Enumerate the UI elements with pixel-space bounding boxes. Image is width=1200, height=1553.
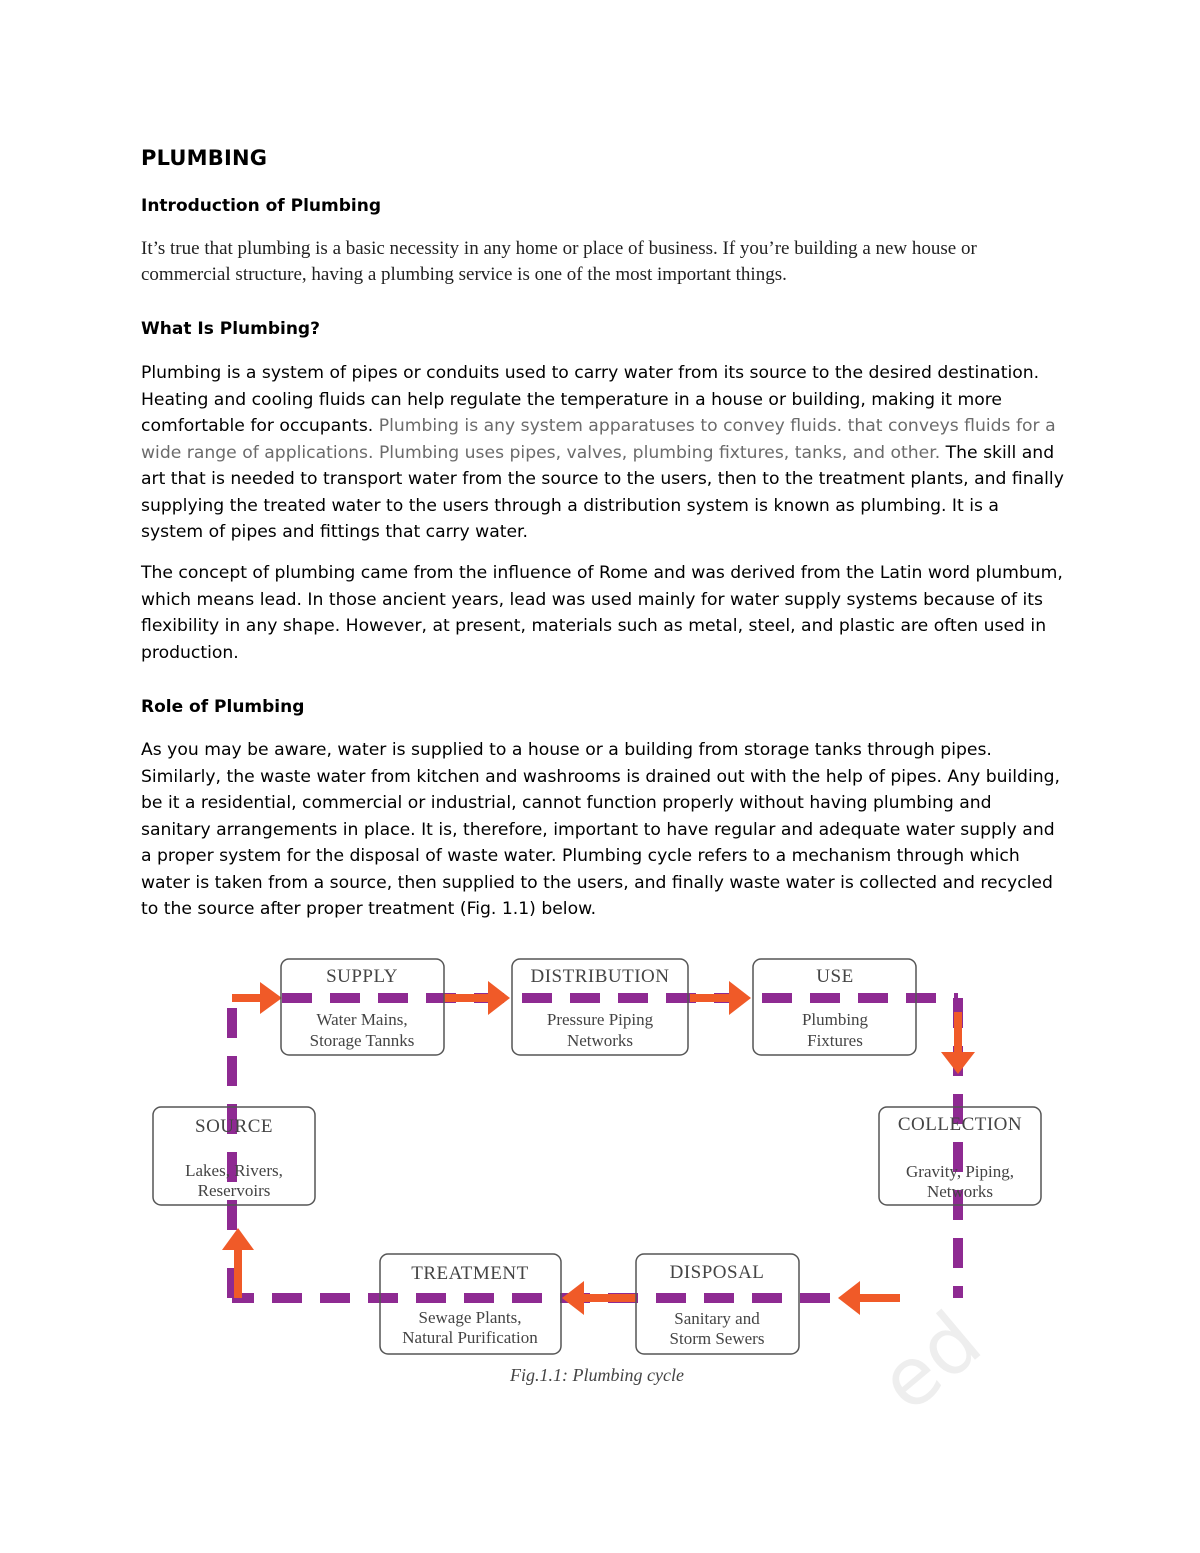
box-disposal-line2: Storm Sewers xyxy=(670,1329,765,1348)
box-source-line1: Lakes, Rivers, xyxy=(185,1161,283,1180)
box-disposal: DISPOSAL Sanitary and Storm Sewers xyxy=(635,1253,800,1355)
text-run: Plumbing is a system of pipes or conduit… xyxy=(141,363,1040,436)
box-collection-title: COLLECTION xyxy=(898,1114,1022,1135)
paragraph-introduction: It’s true that plumbing is a basic neces… xyxy=(141,238,977,285)
arrow-to-use xyxy=(690,981,751,1015)
box-treatment: TREATMENT Sewage Plants, Natural Purific… xyxy=(379,1253,562,1355)
watermark: ed xyxy=(861,1293,999,1430)
box-disposal-title: DISPOSAL xyxy=(670,1262,765,1283)
box-distribution: DISTRIBUTION Pressure Piping Networks xyxy=(511,958,689,1056)
box-treatment-line1: Sewage Plants, xyxy=(419,1308,522,1327)
arrow-to-disposal xyxy=(838,1281,900,1315)
box-disposal-line1: Sanitary and xyxy=(674,1309,760,1328)
arrow-to-collection xyxy=(941,1012,975,1074)
box-source-title: SOURCE xyxy=(195,1116,273,1137)
box-supply-line2: Storage Tannks xyxy=(310,1031,415,1050)
heading-what-is-plumbing: What Is Plumbing? xyxy=(141,319,320,339)
box-collection-line2: Networks xyxy=(927,1182,993,1201)
text-run-grey: Plumbing is any system apparatuses to co… xyxy=(141,416,1056,463)
box-use-line2: Fixtures xyxy=(807,1031,863,1050)
box-use-title: USE xyxy=(816,966,853,987)
box-treatment-line2: Natural Purification xyxy=(402,1328,538,1347)
paragraph-role: As you may be aware, water is supplied t… xyxy=(141,740,1061,919)
box-collection: COLLECTION Gravity, Piping, Networks xyxy=(878,1106,1042,1206)
figure-caption: Fig.1.1: Plumbing cycle xyxy=(509,1365,684,1385)
paragraph-concept: The concept of plumbing came from the in… xyxy=(141,563,1063,663)
box-use-line1: Plumbing xyxy=(802,1010,869,1029)
arrow-to-distribution xyxy=(444,981,510,1015)
box-treatment-title: TREATMENT xyxy=(411,1263,528,1284)
box-distribution-line2: Networks xyxy=(567,1031,633,1050)
heading-introduction: Introduction of Plumbing xyxy=(141,196,381,216)
flow-arrows xyxy=(222,981,975,1315)
box-distribution-title: DISTRIBUTION xyxy=(531,966,670,987)
arrow-to-supply xyxy=(232,982,282,1014)
page-title: PLUMBING xyxy=(141,146,268,170)
cycle-path xyxy=(227,993,963,1303)
box-distribution-line1: Pressure Piping xyxy=(547,1010,654,1029)
box-use: USE Plumbing Fixtures xyxy=(752,958,917,1056)
box-supply: SUPPLY Water Mains, Storage Tannks xyxy=(280,958,445,1056)
text-run: The skill and art that is needed to tran… xyxy=(141,442,1064,543)
box-source-line2: Reservoirs xyxy=(198,1181,271,1200)
box-source: SOURCE Lakes, Rivers, Reservoirs xyxy=(152,1106,316,1206)
box-supply-line1: Water Mains, xyxy=(316,1010,407,1029)
paragraph-what-is-plumbing: Plumbing is a system of pipes or conduit… xyxy=(141,360,1066,546)
box-supply-title: SUPPLY xyxy=(326,966,398,987)
arrow-to-source xyxy=(222,1228,254,1298)
arrow-to-treatment xyxy=(562,1281,636,1315)
box-collection-line1: Gravity, Piping, xyxy=(906,1162,1014,1181)
heading-role-of-plumbing: Role of Plumbing xyxy=(141,697,305,717)
